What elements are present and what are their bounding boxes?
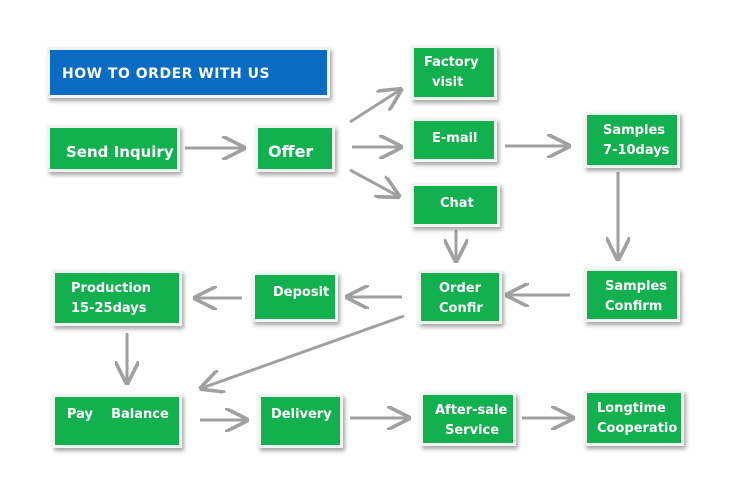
step-send-inquiry: Send Inquiry (47, 125, 180, 172)
page-title: HOW TO ORDER WITH US (47, 47, 330, 98)
step-deposit: Deposit (252, 272, 338, 322)
label-line: Samples (603, 123, 665, 138)
arrow-offer-chat (349, 168, 398, 196)
step-delivery: Delivery (258, 394, 343, 448)
label-line: visit (432, 75, 464, 90)
label-line: Factory (424, 55, 479, 70)
label-line: 7-10days (603, 143, 670, 158)
label-line: 15-25days (71, 301, 147, 316)
step-pay-balance: Pay Balance (52, 394, 182, 448)
arrow-offer-factory (349, 90, 400, 124)
label-line: Longtime (597, 401, 666, 416)
label-line: Confir (439, 301, 483, 316)
step-offer: Offer (255, 125, 335, 172)
step-production: Production 15-25days (52, 270, 182, 326)
step-email: E-mail (411, 118, 497, 162)
step-samples: Samples 7-10days (584, 112, 680, 168)
label-line: Service (445, 423, 500, 438)
label-line: Confirm (605, 299, 663, 314)
label-line: Samples (605, 279, 667, 294)
step-factory-visit: Factory visit (411, 45, 497, 100)
label-line: After-sale (435, 403, 508, 418)
label-line: Production (71, 281, 151, 296)
label-line: Cooperatio (597, 421, 678, 436)
step-chat: Chat (411, 183, 500, 227)
label-line: Order (439, 281, 481, 296)
arrow-order-pay (202, 314, 405, 388)
